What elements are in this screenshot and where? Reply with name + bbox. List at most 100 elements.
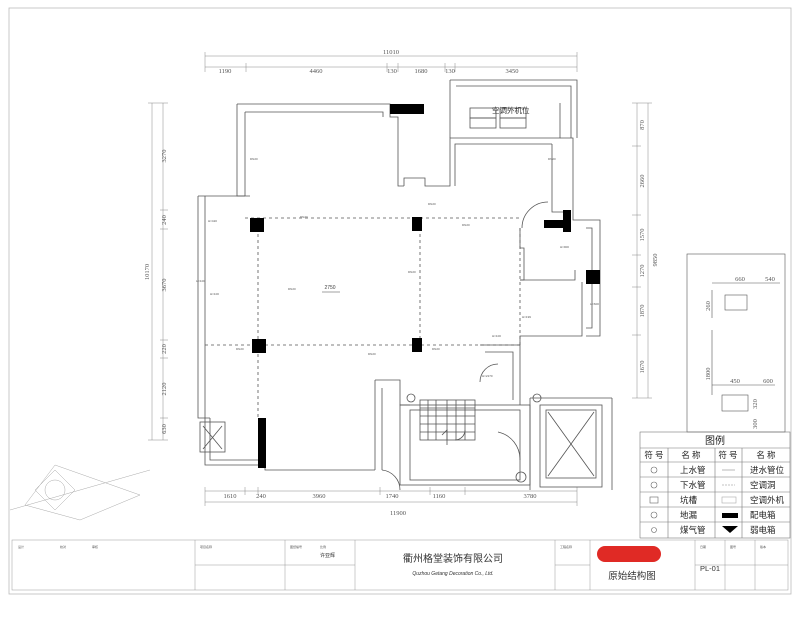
svg-text:项目名称: 项目名称 bbox=[200, 544, 212, 549]
legend-item: 下水管 bbox=[680, 480, 706, 490]
svg-text:设计: 设计 bbox=[18, 544, 24, 549]
svg-text:DN20: DN20 bbox=[428, 202, 436, 206]
svg-text:版本: 版本 bbox=[760, 544, 766, 549]
legend-item: 煤气管 bbox=[680, 525, 706, 535]
svg-text:DN20: DN20 bbox=[300, 215, 308, 219]
dim-top-total: 11010 bbox=[383, 49, 399, 56]
legend-table bbox=[639, 431, 791, 539]
legend-title: 图例 bbox=[705, 434, 725, 447]
distribution-box-icon bbox=[722, 513, 738, 518]
legend-item: 进水管位 bbox=[750, 465, 785, 475]
center-dimension: 2750 bbox=[324, 285, 335, 291]
ac-unit-label: 空调外机位 bbox=[492, 105, 530, 115]
dim-left-3: 3670 bbox=[161, 279, 168, 292]
red-stamp bbox=[597, 546, 661, 562]
svg-text:工程名称: 工程名称 bbox=[560, 544, 572, 549]
drain-pipe-icon bbox=[650, 481, 658, 489]
right-dimensions bbox=[632, 102, 652, 399]
title-block bbox=[11, 539, 789, 591]
svg-text:H=100: H=100 bbox=[196, 279, 205, 283]
detail-mid-h: 1800 bbox=[705, 368, 712, 381]
dim-top-3: 130 bbox=[387, 68, 397, 75]
dim-bottom-total: 11900 bbox=[390, 510, 406, 517]
drawing-number: PL-01 bbox=[700, 564, 720, 573]
sheet-border bbox=[8, 7, 792, 595]
left-dimensions bbox=[148, 102, 168, 441]
legend-symbols bbox=[649, 466, 738, 533]
company-name-en: Quzhou Getang Decoration Co., Ltd. bbox=[412, 571, 493, 577]
dim-left-5: 2120 bbox=[161, 383, 168, 396]
svg-text:DN20: DN20 bbox=[408, 270, 416, 274]
compass-decoration bbox=[9, 464, 151, 521]
svg-text:H=420: H=420 bbox=[208, 219, 217, 223]
title-block-notes: 设计 校对 审核 项目名称 图纸编号 比例 工程名称 日期 图号 版本 bbox=[18, 544, 766, 549]
svg-text:DN20: DN20 bbox=[250, 157, 258, 161]
ac-unit-icon bbox=[721, 496, 737, 504]
svg-text:DN20: DN20 bbox=[236, 347, 244, 351]
legend-item: 上水管 bbox=[680, 465, 706, 475]
dim-right-1: 870 bbox=[639, 120, 646, 130]
floor-drain-icon bbox=[650, 511, 658, 519]
legend-item: 空调外机 bbox=[750, 495, 785, 505]
legend-item: 地漏 bbox=[680, 510, 698, 520]
legend-item: 坑槽 bbox=[680, 495, 698, 505]
dim-right-5: 1870 bbox=[639, 305, 646, 318]
dim-right-total: 9850 bbox=[652, 254, 659, 267]
svg-text:校对: 校对 bbox=[60, 544, 66, 549]
legend-item: 配电箱 bbox=[750, 510, 776, 520]
dim-left-4: 220 bbox=[161, 344, 168, 354]
dim-left-1: 3270 bbox=[161, 150, 168, 163]
detail-low-h2: 300 bbox=[752, 419, 759, 429]
weak-current-box-icon bbox=[722, 526, 738, 533]
legend-item: 弱电箱 bbox=[750, 525, 776, 535]
legend-item: 空调洞 bbox=[750, 480, 776, 490]
legend-col-name-2: 名 称 bbox=[756, 450, 776, 460]
dim-right-2: 2660 bbox=[639, 175, 646, 188]
dim-bottom-4: 1740 bbox=[386, 493, 399, 500]
dim-top-4: 1680 bbox=[415, 68, 428, 75]
plan-annotations: DN20 DN20 H=420 H=100 H=100 DN20 DN20 DN… bbox=[196, 157, 599, 378]
svg-text:图纸编号: 图纸编号 bbox=[290, 544, 302, 549]
svg-text:图号: 图号 bbox=[730, 544, 736, 549]
svg-text:比例: 比例 bbox=[320, 544, 326, 549]
svg-text:审核: 审核 bbox=[92, 544, 98, 549]
detail-low-b: 600 bbox=[763, 378, 773, 385]
top-dimensions bbox=[204, 52, 578, 72]
dim-bottom-1: 1610 bbox=[224, 493, 237, 500]
legend-col-name: 名 称 bbox=[681, 450, 701, 460]
detail-h: 260 bbox=[705, 301, 712, 311]
svg-text:H=600: H=600 bbox=[590, 302, 599, 306]
dim-top-1: 1190 bbox=[219, 68, 232, 75]
detail-low-h: 320 bbox=[752, 399, 759, 409]
svg-text:DN20: DN20 bbox=[368, 352, 376, 356]
svg-text:DN20: DN20 bbox=[462, 223, 470, 227]
detail-w: 660 bbox=[735, 276, 745, 283]
dim-right-3: 1570 bbox=[639, 229, 646, 242]
dim-bottom-6: 3780 bbox=[524, 493, 537, 500]
detail-low-a: 450 bbox=[730, 378, 740, 385]
pit-icon bbox=[649, 496, 659, 504]
svg-text:H=100: H=100 bbox=[210, 292, 219, 296]
dim-left-2: 240 bbox=[161, 215, 168, 225]
dim-left-6: 630 bbox=[161, 424, 168, 434]
dim-bottom-2: 240 bbox=[256, 493, 266, 500]
gas-pipe-icon bbox=[651, 527, 657, 533]
svg-text:日期: 日期 bbox=[700, 544, 706, 549]
designer-name: 许亚辉 bbox=[320, 552, 335, 559]
dim-top-6: 3450 bbox=[506, 68, 519, 75]
dim-right-4: 1270 bbox=[639, 265, 646, 278]
dim-right-6: 1670 bbox=[639, 361, 646, 374]
company-name-cn: 衢州格堂装饰有限公司 bbox=[403, 552, 503, 565]
supply-pipe-icon bbox=[650, 466, 658, 474]
bottom-dimensions bbox=[204, 487, 578, 506]
structural-columns bbox=[250, 104, 600, 468]
dim-bottom-3: 3960 bbox=[313, 493, 326, 500]
svg-text:H=2270: H=2270 bbox=[482, 374, 493, 378]
svg-text:DN20: DN20 bbox=[288, 287, 296, 291]
svg-text:DN20: DN20 bbox=[548, 157, 556, 161]
dim-left-total: 10170 bbox=[144, 264, 151, 280]
svg-text:H=100: H=100 bbox=[492, 334, 501, 338]
legend-col-symbol: 符 号 bbox=[644, 450, 663, 460]
